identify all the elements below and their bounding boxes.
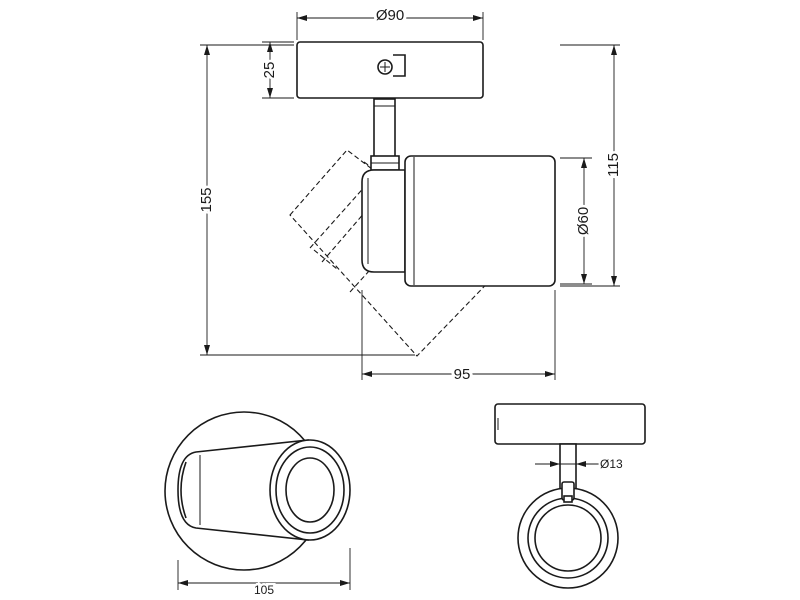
dim-label-projection: 95 [454, 366, 471, 383]
stem [373, 98, 396, 158]
dim-total-height: 155 [196, 44, 415, 356]
front-view: Ø13 [494, 403, 646, 589]
lamp-head [404, 155, 556, 287]
perspective-view: 105 [164, 411, 351, 600]
dim-label-total-height: 155 [198, 187, 215, 212]
front-mounting-plate [494, 403, 646, 445]
dim-label-stem-diameter: Ø13 [600, 457, 623, 471]
dim-right-height: 115 [560, 44, 625, 287]
mounting-plate [296, 41, 484, 99]
dim-label-mount-diameter: Ø90 [376, 7, 404, 24]
head-inner-ring [285, 457, 335, 523]
screw-icon [377, 54, 406, 77]
dim-projection: 95 [361, 290, 556, 386]
dim-mount-height: 25 [259, 41, 294, 99]
side-view [289, 41, 556, 357]
joint-knuckle [361, 169, 406, 273]
dim-label-mount-height: 25 [261, 62, 278, 79]
dim-mount-diameter: Ø90 [296, 4, 484, 40]
dim-label-right-height: 115 [605, 153, 622, 177]
dim-head-diameter: Ø60 [560, 157, 595, 285]
head-outer-ring [269, 439, 351, 541]
dim-label-head-diameter: Ø60 [575, 207, 592, 235]
dim-label-bottom-width: 105 [254, 583, 274, 597]
